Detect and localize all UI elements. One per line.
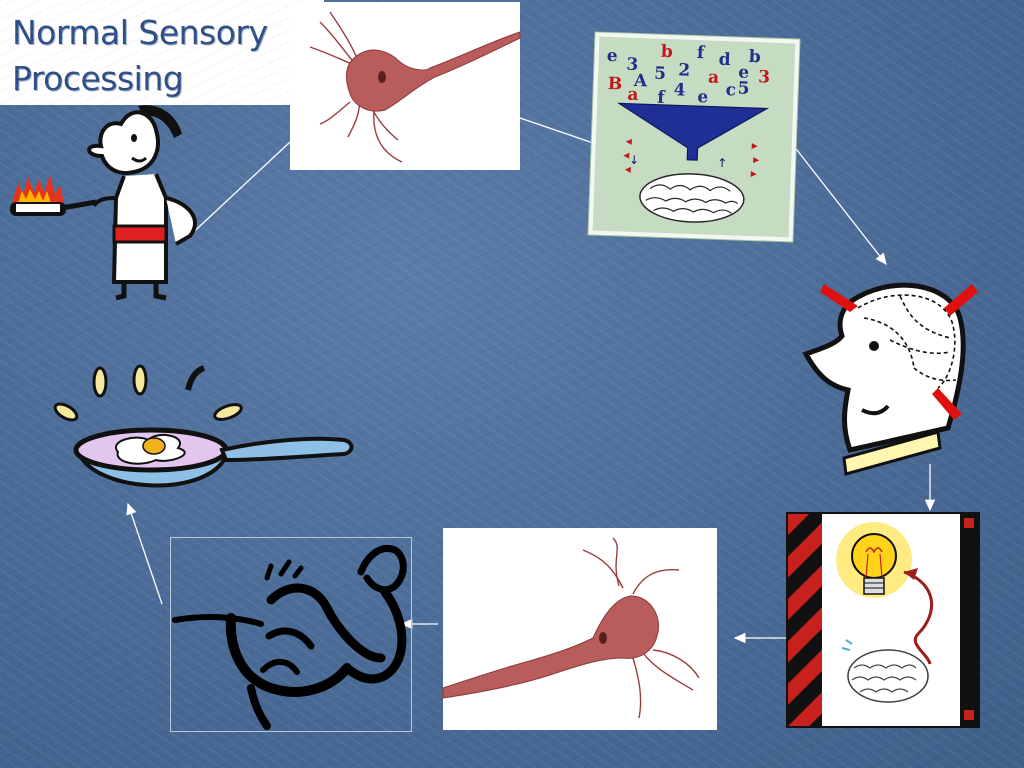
brain-icon [639, 173, 745, 223]
flexed-arm-picture [170, 537, 412, 732]
svg-text:a: a [627, 85, 639, 105]
svg-text:a: a [708, 67, 720, 87]
idea-bulb-icon [788, 514, 978, 726]
svg-text:B: B [607, 74, 622, 94]
svg-text:f: f [657, 88, 667, 108]
svg-text:5: 5 [654, 64, 667, 84]
svg-text:↑: ↑ [717, 156, 728, 170]
sensory-funnel-icon: e 3 b f d b A 5 2 a e 3 B a 4 c 5 f e ↓ … [606, 42, 771, 223]
neuron-icon [442, 537, 700, 719]
page-title-line1: Normal Sensory [12, 13, 268, 52]
frying-pan-egg-icon [53, 364, 354, 488]
svg-text:b: b [748, 47, 761, 67]
svg-text:2: 2 [678, 60, 691, 80]
arrow-chef-to-neuron [184, 141, 291, 241]
svg-text:c: c [725, 80, 736, 100]
svg-text:↓: ↓ [629, 153, 640, 167]
page-title-line2: Processing [12, 59, 184, 98]
neuron-image-bottom [442, 528, 717, 730]
arrow-neuron-to-funnel [519, 117, 597, 145]
svg-text:b: b [661, 42, 674, 62]
svg-text:5: 5 [737, 79, 750, 99]
chef-cooking-clipart [6, 98, 212, 304]
head-brain-clipart [800, 278, 985, 488]
flexed-arm-icon [172, 545, 407, 730]
frying-pan-egg-clipart [48, 360, 358, 510]
chef-cooking-icon [10, 105, 197, 301]
idea-bulb-picture [786, 512, 980, 728]
brain-icon [847, 649, 929, 703]
neuron-image-top [290, 2, 521, 170]
svg-text:4: 4 [673, 80, 686, 100]
head-brain-icon [802, 282, 978, 476]
svg-text:3: 3 [626, 55, 639, 75]
svg-text:d: d [718, 50, 731, 70]
svg-text:A: A [633, 71, 649, 92]
fire-icon [12, 175, 64, 203]
funnel-letter: e [606, 46, 618, 66]
arrow-funnel-to-head [785, 135, 887, 266]
sensory-funnel-picture: e 3 b f d b A 5 2 a e 3 B a 4 c 5 f e ↓ … [588, 32, 800, 242]
neuron-icon [309, 11, 521, 163]
svg-text:f: f [697, 43, 707, 63]
svg-text:3: 3 [758, 67, 771, 87]
arrow-arm-to-pan [126, 502, 163, 605]
svg-text:e: e [697, 87, 709, 107]
svg-text:e: e [738, 63, 750, 83]
title-box: Normal Sensory Processing [0, 0, 324, 105]
